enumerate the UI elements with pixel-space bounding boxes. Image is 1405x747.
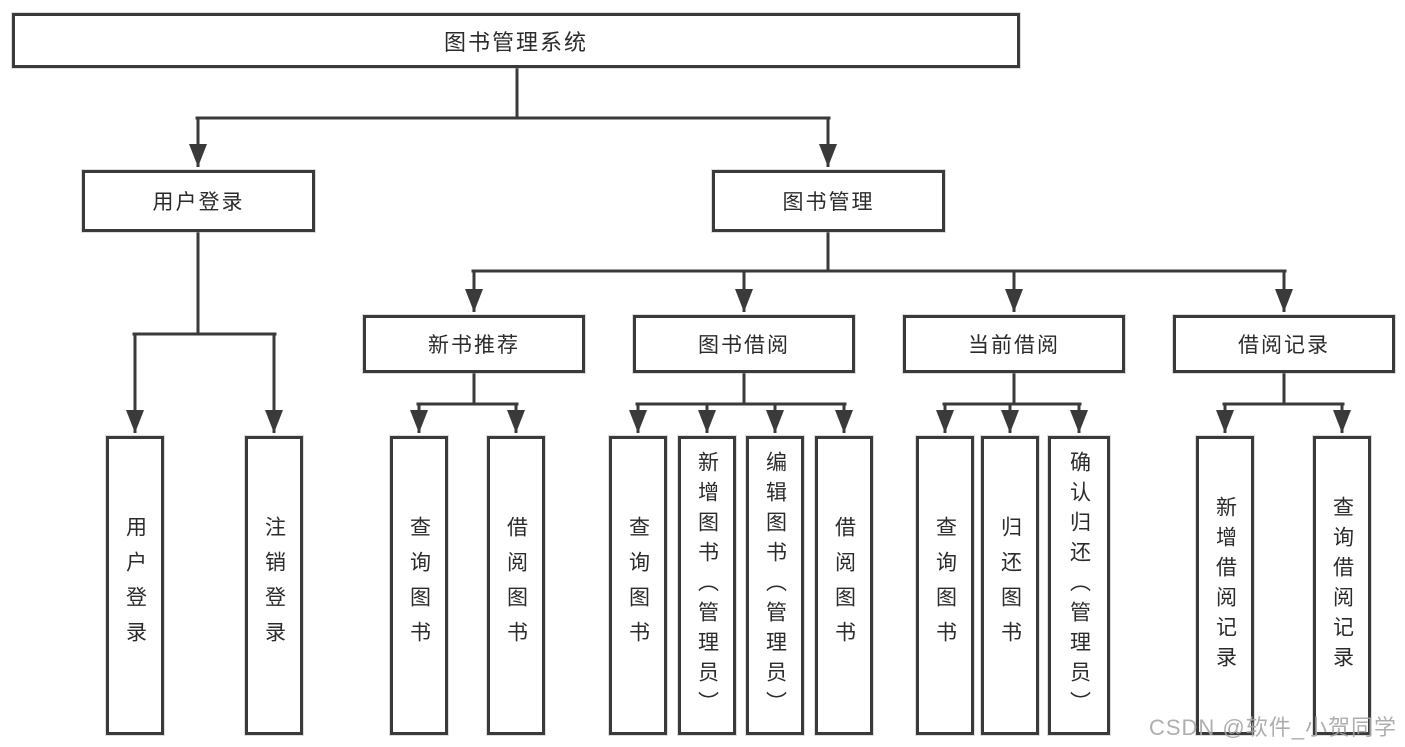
node-leaf-br-query: 查询借阅记录 (1313, 436, 1371, 735)
node-leaf-br-add-label: 新增借阅记录 (1213, 495, 1237, 676)
csdn-watermark: CSDN @软件_小贺同学 (1148, 715, 1397, 740)
node-leaf-br-query-label: 查询借阅记录 (1330, 495, 1354, 676)
trunk-root-to-level2 (195, 66, 831, 120)
node-leaf-bb-borrow-label: 借阅图书 (832, 515, 856, 656)
node-leaf-bb-query-label: 查询图书 (626, 515, 650, 656)
node-leaf-nb-borrow: 借阅图书 (487, 436, 545, 735)
trunk-userlogin-to-leaves (132, 230, 277, 336)
node-leaf-user-login: 用户登录 (106, 436, 164, 735)
node-leaf-bb-borrow: 借阅图书 (815, 436, 873, 735)
node-leaf-nb-query-label: 查询图书 (407, 515, 431, 656)
node-leaf-bb-query: 查询图书 (609, 436, 667, 735)
node-leaf-cb-return: 归还图书 (981, 436, 1039, 735)
trunk-currentborrow-to-leaves (942, 371, 1082, 406)
node-root-label: 图书管理系统 (443, 29, 588, 55)
node-new-book-rec: 新书推荐 (363, 315, 585, 373)
node-leaf-cb-return-label: 归还图书 (998, 515, 1022, 656)
node-book-mgmt-label: 图书管理 (782, 191, 875, 214)
node-book-borrow: 图书借阅 (633, 315, 855, 373)
trunk-borrowrecords-to-leaves (1222, 371, 1345, 406)
node-leaf-cb-confirm-label: 确认归还（管理员） (1067, 450, 1091, 721)
node-leaf-user-login-label: 用户登录 (123, 515, 147, 656)
node-leaf-bb-add-label: 新增图书（管理员） (695, 450, 719, 721)
node-leaf-cb-query-label: 查询图书 (933, 515, 957, 656)
node-leaf-logout: 注销登录 (245, 436, 303, 735)
node-leaf-nb-query: 查询图书 (390, 436, 448, 735)
trunk-bookborrow-to-leaves (635, 371, 847, 406)
node-leaf-logout-label: 注销登录 (262, 515, 286, 656)
node-borrow-records-label: 借阅记录 (1238, 334, 1330, 357)
node-book-borrow-label: 图书借阅 (698, 334, 790, 357)
node-current-borrow-label: 当前借阅 (968, 334, 1060, 357)
node-leaf-bb-edit-label: 编辑图书（管理员） (763, 450, 787, 721)
node-new-book-rec-label: 新书推荐 (428, 334, 520, 357)
node-leaf-bb-add: 新增图书（管理员） (678, 436, 736, 735)
trunk-newbookrec-to-leaves (416, 371, 519, 406)
trunk-bookmgmt-to-level3 (471, 230, 1287, 273)
node-leaf-br-add: 新增借阅记录 (1196, 436, 1254, 735)
node-leaf-bb-edit: 编辑图书（管理员） (746, 436, 804, 735)
node-user-login-label: 用户登录 (152, 191, 245, 214)
node-borrow-records: 借阅记录 (1173, 315, 1395, 373)
node-book-mgmt: 图书管理 (712, 170, 945, 232)
node-current-borrow: 当前借阅 (903, 315, 1125, 373)
node-leaf-nb-borrow-label: 借阅图书 (504, 515, 528, 656)
node-leaf-cb-query: 查询图书 (916, 436, 974, 735)
node-leaf-cb-confirm: 确认归还（管理员） (1048, 436, 1110, 735)
node-root: 图书管理系统 (12, 13, 1020, 68)
node-user-login: 用户登录 (82, 170, 315, 232)
